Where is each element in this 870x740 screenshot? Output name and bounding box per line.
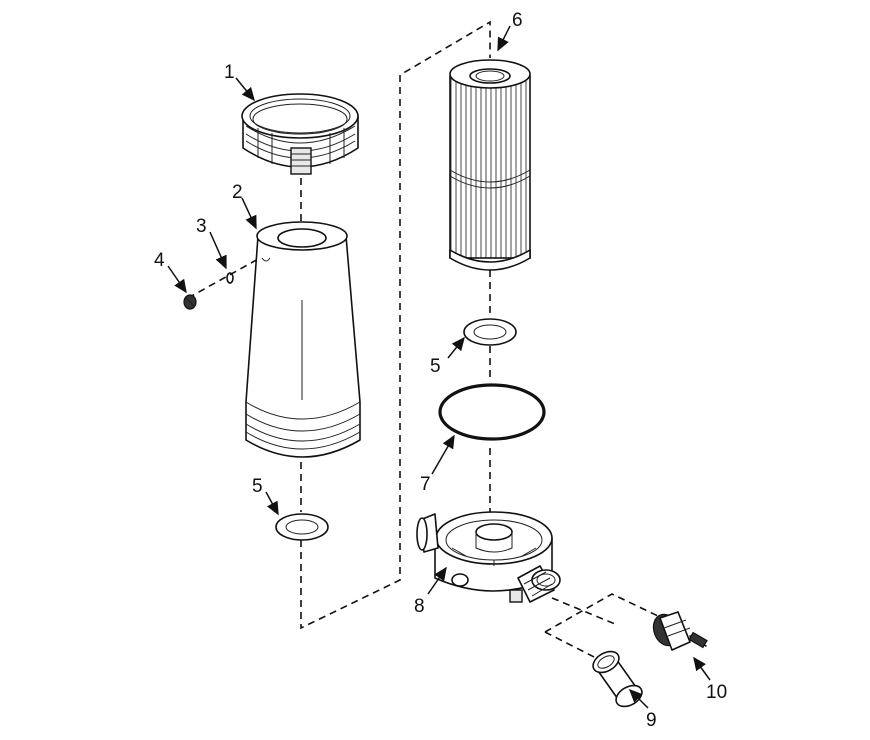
drain-plug-part [183,294,197,310]
drain-valve-part [652,611,708,651]
base-manifold-part [416,511,561,603]
callout-arrows [167,25,711,709]
callout-6: 6 [512,10,523,31]
callout-10: 10 [706,682,727,703]
callout-5-upper: 5 [430,356,441,377]
callout-3: 3 [196,216,207,237]
lock-ring-part [241,93,359,175]
callout-1: 1 [224,62,235,83]
small-o-ring-part [226,272,234,284]
union-nut-part [592,650,643,708]
gasket-part-lower [275,513,329,541]
callout-9: 9 [646,710,657,731]
callout-labels: 1 2 3 4 5 6 5 7 8 9 10 [154,10,727,731]
gasket-part-upper [463,318,517,346]
callout-7: 7 [420,474,431,495]
callout-8: 8 [414,596,425,617]
tank-body-part [245,221,361,458]
filter-cartridge-part [449,59,531,271]
assembly-guide-lines [187,20,659,661]
large-o-ring-part [438,383,546,441]
callout-4: 4 [154,250,165,271]
callout-5-lower: 5 [252,476,263,497]
callout-2: 2 [232,182,243,203]
